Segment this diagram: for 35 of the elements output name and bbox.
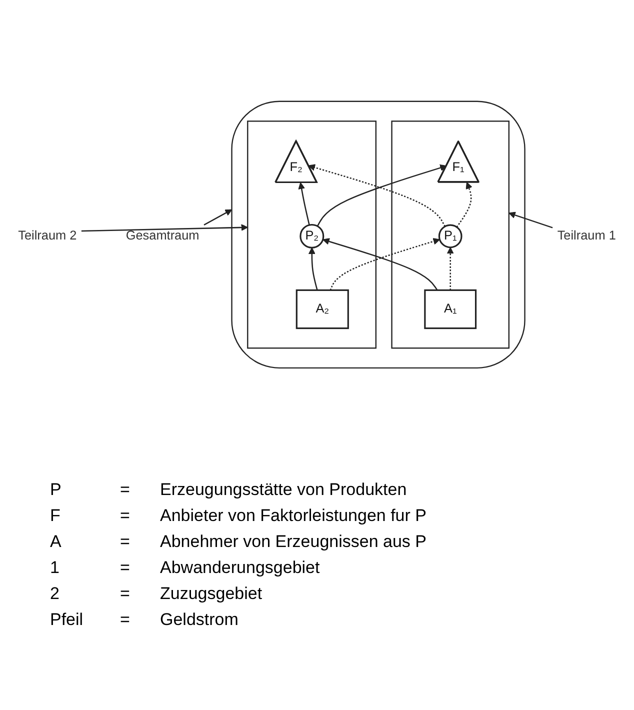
cluster xyxy=(231,101,526,369)
cluster xyxy=(391,120,510,350)
legend-symbol: 2 xyxy=(50,584,60,604)
legend-symbol: F xyxy=(50,506,60,526)
arrow xyxy=(508,212,553,229)
legend-description: Abwanderungsgebiet xyxy=(160,558,320,578)
legend-symbol: Pfeil xyxy=(50,610,84,630)
equals-sign: = xyxy=(120,610,130,630)
node-text: Teilraum 2 xyxy=(18,229,77,243)
arrow xyxy=(298,182,310,226)
cluster xyxy=(247,120,377,350)
node-box: A₁ xyxy=(424,290,477,330)
node-box: A₂ xyxy=(296,290,349,330)
arrow xyxy=(456,182,472,228)
node-text: Teilraum 1 xyxy=(557,229,616,243)
node-circle: P₁ xyxy=(438,224,462,249)
equals-sign: = xyxy=(120,558,130,578)
legend-description: Erzeugungsstätte von Produkten xyxy=(160,480,407,500)
legend-description: Zuzugsgebiet xyxy=(160,584,262,604)
legend-description: Anbieter von Faktorleistungen fur P xyxy=(160,506,426,526)
equals-sign: = xyxy=(120,506,130,526)
legend-symbol: 1 xyxy=(50,558,60,578)
node-circle: P₂ xyxy=(300,224,324,249)
node-text: Gesamtraum xyxy=(126,229,200,243)
arrow xyxy=(308,248,318,291)
legend-symbol: A xyxy=(50,532,62,552)
legend-description: Geldstrom xyxy=(160,610,238,630)
equals-sign: = xyxy=(120,584,130,604)
arrow xyxy=(446,247,454,291)
equals-sign: = xyxy=(120,480,130,500)
arrow xyxy=(204,210,232,226)
legend-symbol: P xyxy=(50,480,62,500)
equals-sign: = xyxy=(120,532,130,552)
arrow xyxy=(81,224,248,232)
legend-description: Abnehmer von Erzeugnissen aus P xyxy=(160,532,426,552)
